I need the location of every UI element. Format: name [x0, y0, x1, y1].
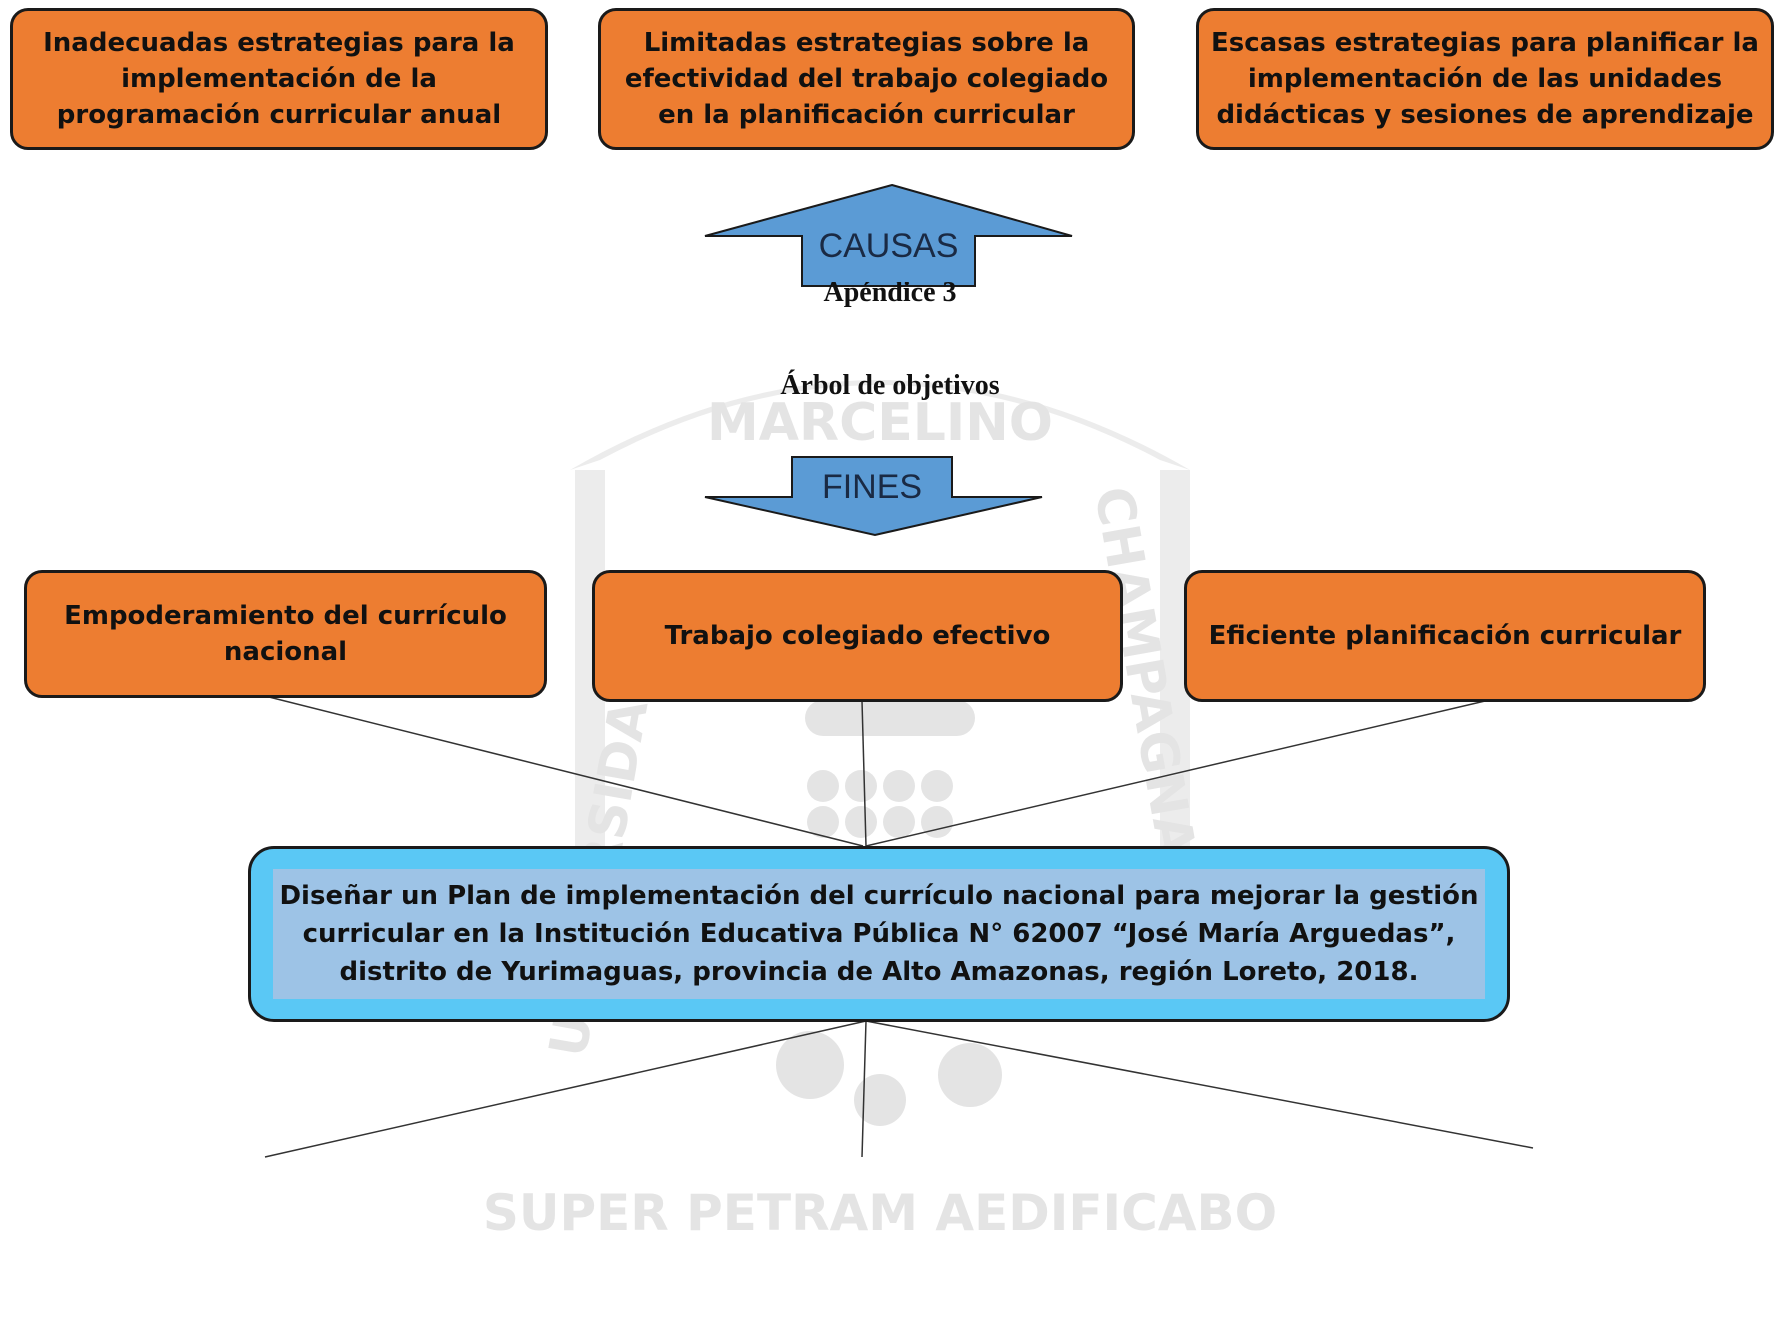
watermark-bottom-text: SUPER PETRAM AEDIFICABO [483, 1184, 1277, 1242]
end-text-2: Trabajo colegiado efectivo [664, 621, 1051, 651]
watermark-top-text: MARCELINO [707, 393, 1053, 453]
connector-root-2 [861, 1020, 867, 1158]
cause-box-3: Escasas estrategias para planificar la i… [1196, 8, 1774, 150]
connector-root-3 [865, 1020, 1534, 1149]
ends-arrow-label: FINES [821, 468, 923, 506]
end-box-1: Empoderamiento del currículo nacional [24, 570, 547, 698]
cause-text-3: Escasas estrategias para planificar la i… [1211, 28, 1759, 130]
end-box-2: Trabajo colegiado efectivo [592, 570, 1123, 702]
end-text-3: Eficiente planificación curricular [1208, 621, 1682, 651]
connector-end-3 [865, 700, 1486, 847]
connector-root-1 [264, 1020, 867, 1158]
cause-text-2: Limitadas estrategias sobre la efectivid… [624, 28, 1109, 130]
causes-arrow-up [704, 183, 1073, 287]
cause-box-2: Limitadas estrategias sobre la efectivid… [598, 8, 1135, 150]
ends-arrow-down [704, 456, 1043, 537]
diagram-title: Árbol de objetivos [780, 370, 1000, 401]
cause-text-1: Inadecuadas estrategias para la implemen… [43, 28, 515, 130]
causes-arrow-label: CAUSAS [818, 227, 959, 265]
end-box-3: Eficiente planificación curricular [1184, 570, 1706, 702]
end-text-1: Empoderamiento del currículo nacional [64, 601, 507, 667]
central-objective-text: Diseñar un Plan de implementación del cu… [273, 869, 1485, 999]
connector-end-1 [264, 695, 864, 847]
connector-end-2 [861, 700, 867, 847]
cause-box-1: Inadecuadas estrategias para la implemen… [10, 8, 548, 150]
appendix-label: Apéndice 3 [823, 277, 957, 308]
central-objective-box: Diseñar un Plan de implementación del cu… [248, 846, 1510, 1022]
